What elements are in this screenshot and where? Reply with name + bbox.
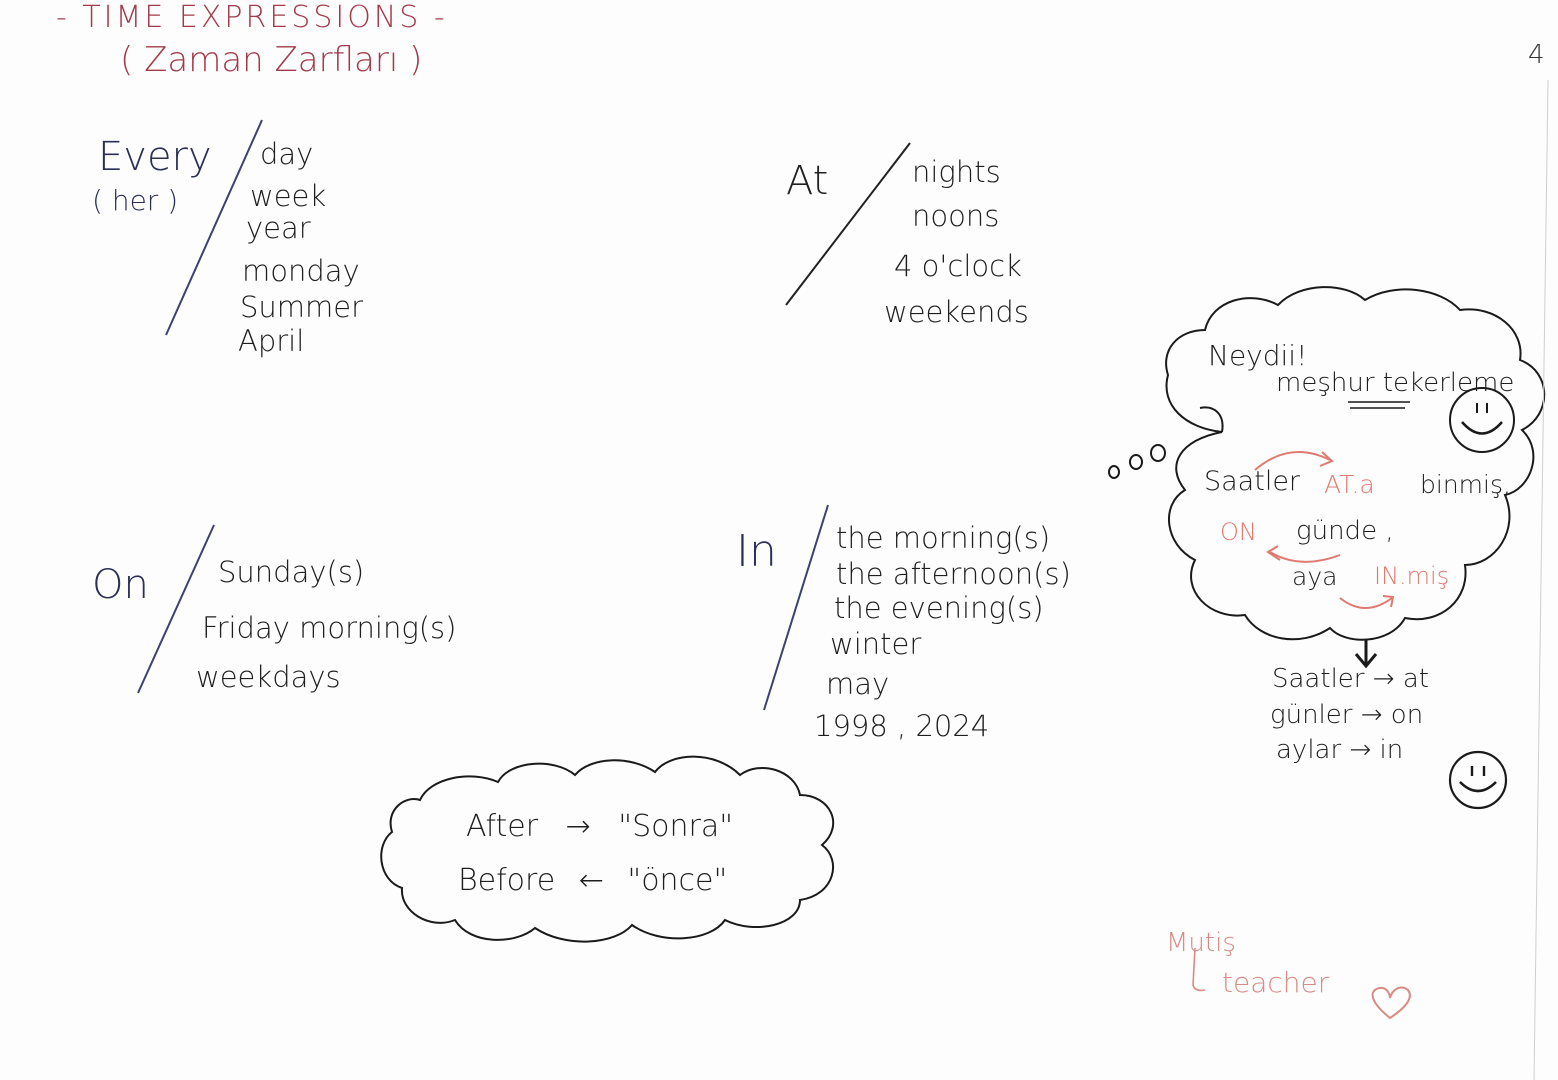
at-item-4oclock: 4 o'clock [894, 249, 1022, 283]
every-translation: ( her ) [92, 184, 179, 217]
rhyme-saatler: Saatler [1204, 466, 1301, 497]
at-divider [785, 142, 911, 306]
in-item-evening: the evening(s) [834, 591, 1044, 625]
on-divider [137, 524, 215, 694]
every-item-monday: monday [242, 254, 360, 288]
at-item-noons: noons [912, 199, 1000, 233]
right-arrow-icon: → [565, 809, 591, 844]
rhyme-arrow-1-icon [1254, 451, 1331, 471]
summary-right: in [1379, 735, 1404, 765]
rhyme-binmis: binmiş, [1420, 470, 1511, 499]
bubble-tail-curl [1199, 406, 1224, 433]
rhyme-gunde: günde , [1296, 516, 1394, 546]
every-item-year: year [246, 211, 311, 245]
thought-bubble [1165, 286, 1546, 641]
on-item-weekdays: weekdays [196, 660, 341, 694]
at-item-weekends: weekends [884, 295, 1029, 329]
summary-row-aylar: aylar → in [1276, 737, 1403, 763]
on-item-sundays: Sunday(s) [218, 555, 365, 589]
signature-role: teacher [1222, 966, 1330, 999]
rhyme-aya: aya [1292, 562, 1338, 591]
rhyme-on: ON [1220, 518, 1257, 546]
summary-row-gunler: günler → on [1270, 702, 1423, 728]
bubble-line-neydii: Neydii! [1208, 339, 1308, 372]
summary-left: Saatler [1272, 664, 1365, 694]
at-preposition: At [786, 158, 829, 204]
before-meaning: "önce" [627, 863, 728, 898]
cloud-before-row: Before ← "önce" [458, 866, 727, 896]
page-title: - TIME EXPRESSIONS - [56, 0, 448, 35]
after-before-cloud [380, 755, 835, 943]
after-label: After [466, 809, 539, 844]
every-item-summer: Summer [240, 290, 364, 324]
summary-right: at [1402, 664, 1429, 694]
bubble-smiley-icon [1449, 387, 1515, 453]
in-item-may: may [826, 667, 890, 701]
rhyme-arrow-3-icon [1339, 597, 1393, 609]
summary-arrow-icon: → [1372, 664, 1395, 694]
thought-dot-2 [1129, 454, 1143, 470]
cloud-after-row: After → "Sonra" [466, 812, 733, 842]
page-subtitle: ( Zaman Zarfları ) [120, 40, 423, 80]
on-item-friday-mornings: Friday morning(s) [202, 611, 457, 645]
signature-hook [1192, 947, 1206, 992]
in-item-winter: winter [830, 627, 922, 661]
summary-left: aylar [1276, 735, 1342, 765]
page-edge-line [1533, 79, 1549, 1080]
at-item-nights: nights [912, 155, 1001, 189]
in-item-morning: the morning(s) [836, 521, 1051, 555]
on-preposition: On [92, 562, 149, 608]
in-item-years: 1998 , 2024 [814, 709, 990, 743]
summary-left: günler [1270, 700, 1353, 730]
thought-dot-3 [1150, 444, 1166, 462]
rhyme-at: AT.a [1324, 470, 1375, 499]
thought-dot-1 [1108, 465, 1120, 479]
every-preposition: Every [98, 134, 212, 180]
rhyme-arrow-2-icon [1269, 551, 1341, 563]
summary-smiley-icon [1448, 750, 1508, 810]
every-divider [165, 119, 263, 336]
every-item-day: day [260, 137, 314, 171]
summary-arrow-icon: → [1360, 700, 1383, 730]
in-divider [763, 504, 829, 711]
in-preposition: In [736, 526, 777, 577]
heart-icon [1371, 986, 1411, 1020]
summary-row-saatler: Saatler → at [1272, 666, 1429, 692]
summary-arrow-icon: → [1349, 735, 1372, 765]
before-label: Before [458, 863, 556, 898]
left-arrow-icon: ← [578, 863, 604, 898]
in-item-afternoon: the afternoon(s) [836, 557, 1071, 591]
after-meaning: "Sonra" [618, 809, 734, 844]
every-item-week: week [250, 179, 327, 213]
bubble-line-meshur: meşhur tekerleme [1276, 368, 1515, 398]
signature-name: Mutiş [1166, 928, 1236, 958]
every-item-april: April [238, 324, 305, 358]
rhyme-inmis: IN.miş [1374, 562, 1450, 590]
summary-right: on [1390, 700, 1424, 730]
page-number: 4 [1528, 40, 1545, 70]
